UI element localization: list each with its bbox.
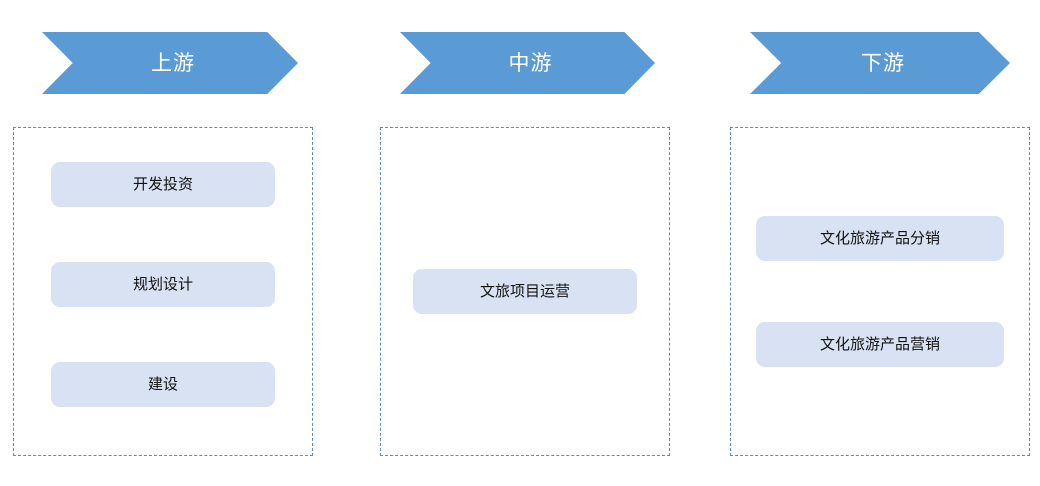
stage-label-midstream: 中游 (508, 51, 553, 75)
list-item[interactable]: 文旅项目运营 (413, 269, 637, 314)
list-item[interactable]: 文化旅游产品营销 (756, 322, 1004, 367)
stage-label-upstream: 上游 (151, 51, 195, 75)
stage-panel-downstream: 文化旅游产品分销 文化旅游产品营销 (730, 127, 1030, 456)
chevron-arrow-icon: 下游 (750, 32, 1010, 94)
list-item[interactable]: 开发投资 (51, 162, 275, 207)
list-item[interactable]: 建设 (51, 362, 275, 407)
list-item[interactable]: 规划设计 (51, 262, 275, 307)
chevron-arrow-icon: 中游 (400, 32, 655, 94)
value-chain-column-upstream: 上游 开发投资 规划设计 建设 (0, 0, 330, 486)
value-chain-column-downstream: 下游 文化旅游产品分销 文化旅游产品营销 (718, 0, 1040, 486)
stage-panel-midstream: 文旅项目运营 (380, 127, 670, 456)
value-chain-column-midstream: 中游 文旅项目运营 (368, 0, 678, 486)
chevron-arrow-icon: 上游 (42, 32, 298, 94)
stage-panel-upstream: 开发投资 规划设计 建设 (13, 127, 313, 456)
list-item[interactable]: 文化旅游产品分销 (756, 216, 1004, 261)
stage-label-downstream: 下游 (861, 51, 905, 75)
stage-arrow-midstream[interactable]: 中游 (400, 32, 655, 94)
stage-arrow-downstream[interactable]: 下游 (750, 32, 1010, 94)
stage-arrow-upstream[interactable]: 上游 (42, 32, 298, 94)
